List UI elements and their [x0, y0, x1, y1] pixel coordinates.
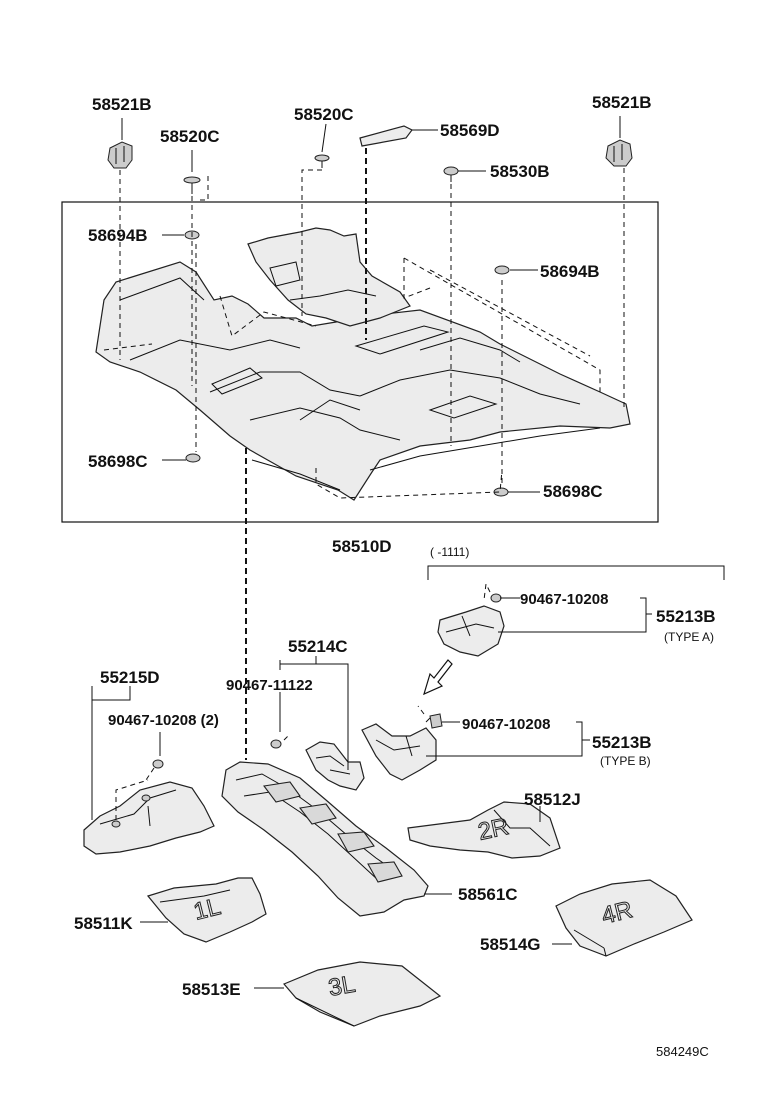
label-ref-code: 584249C — [656, 1044, 709, 1059]
fastener-58530B — [443, 166, 459, 182]
silencer-55214C — [270, 656, 365, 791]
top-leader-lines — [121, 116, 621, 493]
mat-58512J: 2R — [407, 801, 561, 859]
label-58520C-center: 58520C — [294, 105, 354, 124]
label-58513E: 58513E — [182, 980, 241, 999]
label-55215D: 55215D — [100, 668, 160, 687]
label-55213B-b: 55213B — [592, 733, 652, 752]
silencer-55213B-type-a — [437, 582, 652, 657]
label-range-note: ( -1111) — [430, 545, 469, 559]
label-58521B-right: 58521B — [592, 93, 652, 112]
top-guide-lines — [103, 148, 625, 499]
carpet-assembly-frame — [61, 201, 659, 523]
floor-carpet-58510D — [95, 227, 631, 501]
label-55214C: 55214C — [288, 637, 348, 656]
fastener-58520C-center — [314, 154, 330, 168]
mat-58514G: 4R — [552, 879, 693, 957]
silencer-55213B-type-b — [361, 705, 590, 781]
label-type-b: (TYPE B) — [600, 754, 651, 768]
label-58530B: 58530B — [490, 162, 550, 181]
label-58698C-right: 58698C — [543, 482, 603, 501]
silencer-55215D — [83, 686, 215, 855]
range-bracket — [427, 565, 725, 580]
mat-58511K: 1L — [140, 877, 267, 943]
label-58569D: 58569D — [440, 121, 500, 140]
mat-58513E: 3L — [254, 961, 442, 1027]
label-58561C: 58561C — [458, 885, 518, 904]
fastener-58520C-left — [183, 176, 201, 194]
label-58512J: 58512J — [524, 790, 581, 809]
label-58521B-left: 58521B — [92, 95, 152, 114]
transition-arrow — [423, 659, 453, 696]
mat-3l-mark: 3L — [326, 971, 357, 1002]
silencer-58561C — [221, 761, 452, 917]
clip-58521B-right — [605, 139, 633, 167]
label-58514G: 58514G — [480, 935, 541, 954]
label-90467-10208-b: 90467-10208 — [462, 716, 550, 733]
label-58698C-left: 58698C — [88, 452, 148, 471]
label-90467-10208-2: 90467-10208 (2) — [108, 712, 219, 729]
label-90467-11122: 90467-11122 — [226, 677, 313, 694]
grommet-58698C-left — [185, 453, 201, 463]
label-58510D: 58510D — [332, 537, 392, 556]
cover-58569D — [359, 125, 413, 147]
label-58694B-right: 58694B — [540, 262, 600, 281]
label-58511K: 58511K — [74, 914, 133, 933]
label-58520C-left: 58520C — [160, 127, 220, 146]
label-55213B-a: 55213B — [656, 607, 716, 626]
label-type-a: (TYPE A) — [664, 630, 714, 644]
grommet-58694B-right — [494, 265, 510, 275]
clip-58521B-left — [107, 141, 133, 169]
label-90467-10208-a: 90467-10208 — [520, 591, 608, 608]
label-58694B-left: 58694B — [88, 226, 148, 245]
